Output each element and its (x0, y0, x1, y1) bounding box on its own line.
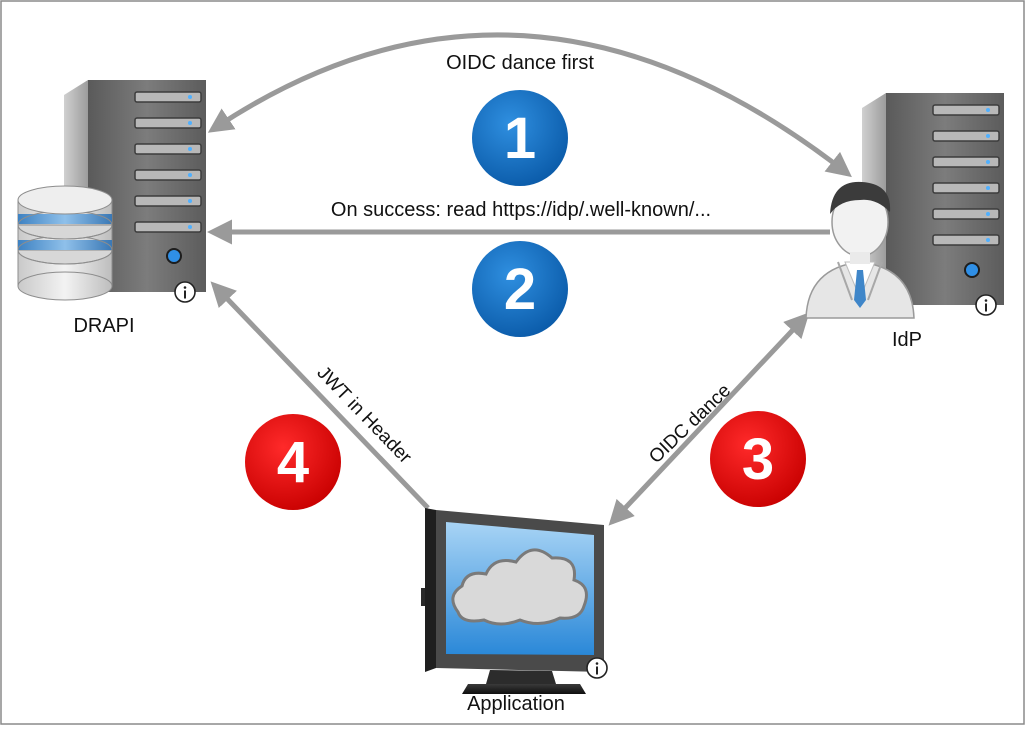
drapi-info-icon[interactable] (174, 281, 196, 303)
cloud-icon (451, 548, 588, 626)
edge-label-oidc-first: OIDC dance first (446, 52, 594, 74)
edge-jwt-header-arrow (210, 281, 430, 510)
step-badge-1: 1 (472, 90, 568, 186)
step-number-3: 3 (742, 427, 774, 492)
step-number-4: 4 (277, 430, 309, 495)
user-avatar-icon (805, 181, 915, 319)
step-number-1: 1 (504, 106, 536, 171)
idp-label: IdP (892, 329, 922, 351)
application-info-icon[interactable] (586, 657, 608, 679)
idp-info-icon[interactable] (975, 294, 997, 316)
step-badge-4: 4 (245, 414, 341, 510)
idp-node[interactable]: IdP (805, 93, 1004, 351)
application-label: Application (467, 693, 565, 715)
step-number-2: 2 (504, 257, 536, 322)
edge-label-read-wellknown: On success: read https://idp/.well-known… (331, 199, 711, 221)
database-icon (17, 185, 113, 301)
step-badge-3: 3 (710, 411, 806, 507)
step-badge-2: 2 (472, 241, 568, 337)
application-node[interactable]: Application (421, 508, 608, 715)
edge-oidc-dance-arrow (608, 312, 810, 526)
drapi-node[interactable]: DRAPI (17, 80, 206, 337)
drapi-label: DRAPI (73, 315, 134, 337)
edge-oidc-first-arrow (207, 32, 852, 178)
